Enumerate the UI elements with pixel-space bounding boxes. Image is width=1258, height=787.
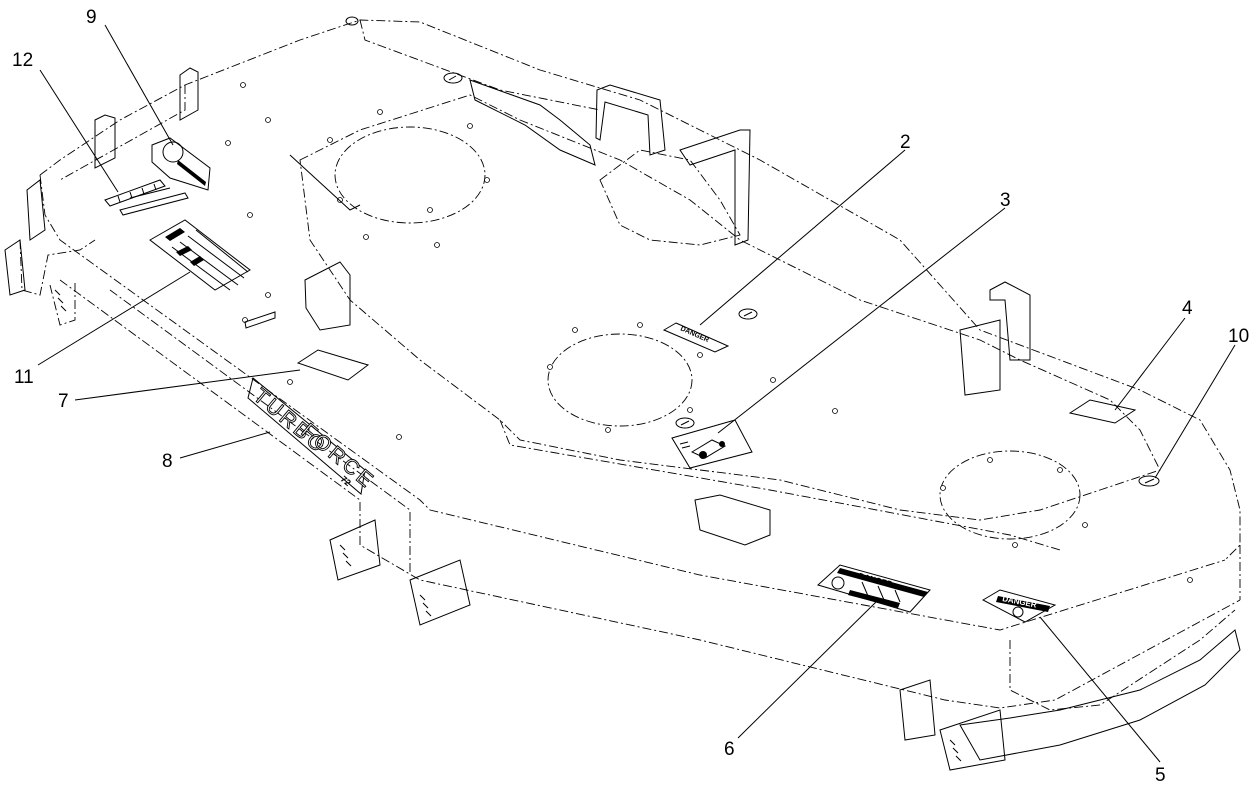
leader-8 (179, 431, 271, 459)
leader-3 (717, 207, 1006, 434)
spindle-opening-left (334, 126, 486, 224)
decal-height-strip-12 (104, 179, 166, 207)
leader-2 (699, 149, 906, 326)
decal-blank-7 (296, 349, 370, 381)
callout-8: 8 (162, 451, 173, 472)
leader-9 (104, 24, 174, 146)
leader-4 (1114, 317, 1186, 411)
callout-numbers: 2 3 4 5 6 7 8 9 10 11 12 (12, 7, 1249, 786)
spindle-opening-center (547, 333, 693, 427)
decal-information-11 (149, 219, 251, 291)
leader-6 (737, 599, 879, 739)
callout-2: 2 (900, 132, 911, 153)
callout-7: 7 (58, 391, 69, 412)
callout-6: 6 (724, 739, 735, 760)
decal-danger-diamond: DANGER (981, 589, 1057, 623)
decal-turbo-force: TURBO FORCE 72 (247, 377, 380, 495)
leader-10 (1154, 344, 1236, 479)
deck-plugs (345, 16, 1160, 487)
decal-danger-safety-text: DANGER (857, 571, 893, 589)
mounting-holes (225, 82, 1193, 583)
leader-12 (39, 69, 119, 193)
decal-danger-safety: DANGER (817, 564, 931, 613)
decal-danger-strip-text: DANGER (679, 325, 710, 344)
decal-force-text: FORCE (297, 419, 380, 494)
callout-4: 4 (1182, 298, 1193, 319)
deck-outline (19, 19, 1241, 711)
spindle-openings (334, 126, 1081, 540)
decal-danger-strip: DANGER (662, 322, 730, 353)
callout-9: 9 (86, 7, 97, 28)
callout-10: 10 (1228, 326, 1249, 347)
callout-3: 3 (1000, 190, 1011, 211)
decal-blank-4 (1068, 399, 1137, 424)
callout-11: 11 (14, 367, 34, 388)
decal-size-text: 72 (339, 474, 353, 488)
callout-5: 5 (1155, 765, 1166, 786)
decal-pentagon-9 (151, 137, 211, 191)
leader-lines (37, 24, 1236, 763)
leader-11 (37, 271, 191, 366)
side-slot-marks (54, 289, 962, 762)
decal-instruction-3 (671, 419, 753, 469)
spindle-opening-right (939, 450, 1081, 540)
leader-5 (1039, 616, 1161, 763)
callout-12: 12 (12, 50, 33, 71)
leader-7 (74, 369, 301, 401)
deck-brackets (4, 67, 1241, 771)
